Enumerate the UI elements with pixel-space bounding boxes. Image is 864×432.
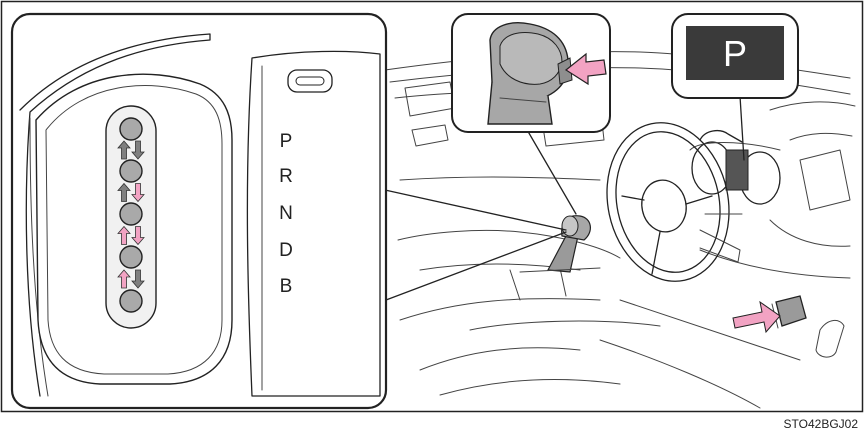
console-shift-lever — [520, 216, 600, 272]
brake-pedal — [772, 296, 806, 328]
gate-position-n — [120, 203, 142, 225]
indicator-callout: P — [672, 14, 798, 98]
p-indicator-label: P — [723, 33, 747, 74]
gear-label-d: D — [279, 240, 293, 261]
gate-position-d — [120, 246, 142, 268]
steering-wheel — [593, 111, 744, 292]
gear-label-p: P — [280, 131, 293, 152]
gear-label-n: N — [279, 203, 293, 224]
knob-callout — [452, 14, 610, 132]
figure-code: STO42BGJ02 — [784, 417, 859, 431]
gate-position-p — [120, 118, 142, 140]
gear-label-b: B — [280, 276, 293, 297]
gate-position-b — [120, 290, 142, 312]
instrument-cluster — [690, 131, 780, 204]
shift-gate-callout: P R N D B — [12, 14, 386, 408]
gear-label-r: R — [279, 166, 293, 187]
gate-position-r — [120, 160, 142, 182]
